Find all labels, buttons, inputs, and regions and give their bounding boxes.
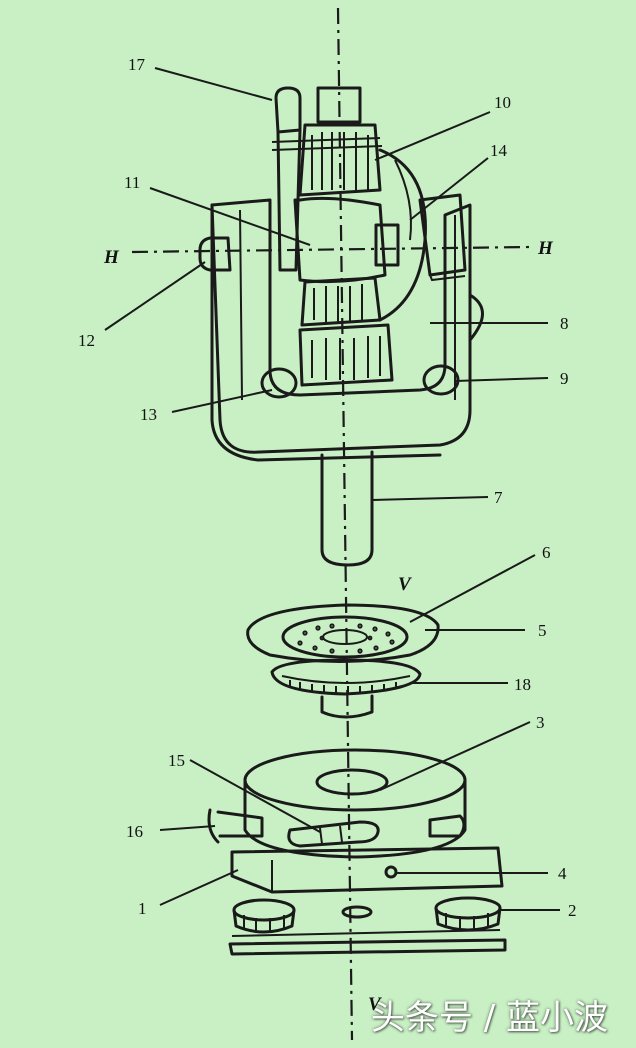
vertical-axis-line — [336, 7, 354, 1041]
axis-h-left: H — [103, 247, 120, 268]
label-8: 8 — [560, 314, 569, 333]
leader-13 — [171, 389, 273, 413]
label-17: 17 — [128, 55, 146, 74]
leader-12 — [104, 261, 206, 331]
axis-v-bottom: V — [368, 994, 382, 1015]
label-9: 9 — [560, 369, 569, 388]
label-14: 14 — [490, 141, 508, 160]
leader-16 — [159, 825, 216, 831]
horizontal-circle — [246, 603, 440, 719]
label-12: 12 — [78, 331, 95, 350]
label-15: 15 — [168, 751, 185, 770]
watermark-text: 头条号 / 蓝小波 — [370, 998, 608, 1038]
label-6: 6 — [542, 543, 551, 562]
label-10: 10 — [494, 93, 511, 112]
leader-3 — [379, 721, 531, 791]
leader-9 — [454, 377, 549, 382]
leader-15 — [189, 759, 321, 833]
leader-6 — [409, 554, 536, 623]
leader-lines — [104, 67, 560, 911]
tribrach-base — [207, 748, 507, 956]
label-2: 2 — [568, 901, 577, 920]
label-16: 16 — [126, 822, 143, 841]
leader-11 — [149, 187, 311, 246]
leader-7 — [371, 496, 489, 501]
leader-10 — [374, 111, 491, 161]
label-7: 7 — [494, 488, 503, 507]
part-labels: 17 10 14 11 12 8 9 13 7 6 5 18 3 15 16 4… — [78, 55, 577, 920]
leader-17 — [154, 67, 273, 101]
label-11: 11 — [124, 173, 140, 192]
label-18: 18 — [514, 675, 531, 694]
axis-v-mid: V — [398, 574, 412, 595]
upper-assembly — [198, 86, 484, 567]
label-13: 13 — [140, 405, 157, 424]
label-5: 5 — [538, 621, 547, 640]
horizontal-axis-line — [131, 245, 531, 254]
axis-h-right: H — [537, 238, 554, 259]
graduation-dots — [297, 623, 395, 654]
label-4: 4 — [558, 864, 567, 883]
label-3: 3 — [536, 713, 545, 732]
leader-14 — [409, 157, 489, 221]
label-1: 1 — [138, 899, 147, 918]
leader-1 — [159, 869, 239, 906]
